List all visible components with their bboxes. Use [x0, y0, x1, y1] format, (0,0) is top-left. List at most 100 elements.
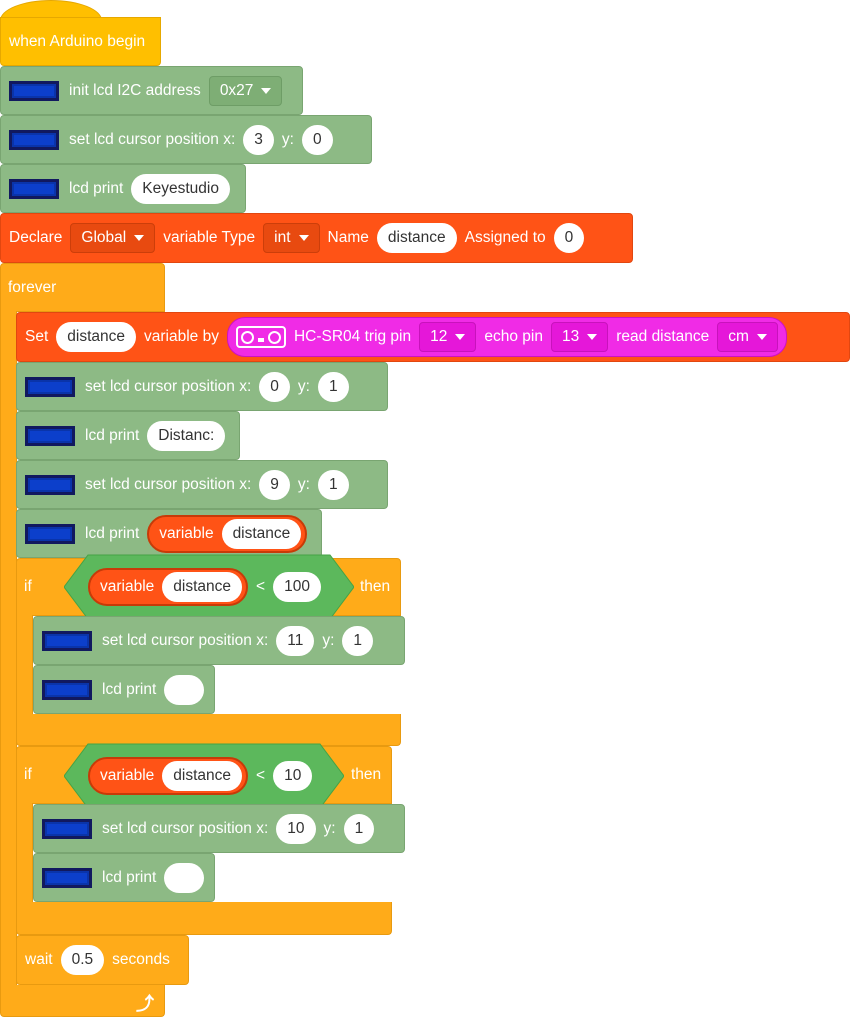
print-text-input[interactable]: Distanc: — [147, 420, 226, 451]
set-cursor-block[interactable]: set lcd cursor position x: 11 y: 1 — [33, 616, 405, 665]
trig-pin-dropdown[interactable]: 12 — [419, 322, 477, 352]
set-cursor-label: set lcd cursor position x: — [102, 819, 269, 837]
y-input[interactable]: 1 — [317, 469, 349, 500]
x-input[interactable]: 11 — [276, 625, 315, 656]
lcd-display-icon — [42, 679, 92, 700]
variable-by-label: variable by — [144, 328, 219, 345]
if-block-footer — [16, 714, 401, 746]
type-label: variable Type — [163, 229, 256, 246]
type-dropdown[interactable]: int — [263, 223, 320, 253]
seconds-label: seconds — [112, 951, 170, 968]
loop-arrow-icon: ⤴ — [136, 994, 154, 1014]
chevron-down-icon — [134, 235, 145, 241]
lcd-display-icon — [25, 523, 75, 544]
compare-value-input[interactable]: 100 — [273, 572, 321, 602]
y-label: y: — [322, 631, 335, 649]
name-label: Name — [327, 229, 369, 246]
declare-label: Declare — [9, 229, 63, 246]
echo-pin-dropdown[interactable]: 13 — [550, 322, 609, 352]
variable-reporter[interactable]: variable distance — [88, 757, 249, 795]
chevron-down-icon — [261, 87, 272, 94]
y-label: y: — [281, 130, 294, 148]
x-input[interactable]: 9 — [259, 469, 290, 500]
wait-label: wait — [25, 951, 53, 968]
forever-loop-block[interactable] — [0, 263, 165, 312]
forever-label: forever — [8, 278, 57, 296]
y-label: y: — [297, 377, 310, 395]
y-label: y: — [297, 475, 310, 493]
comparison-block[interactable]: variable distance < 100 — [64, 554, 354, 620]
unit-dropdown[interactable]: cm — [717, 322, 778, 352]
wait-seconds-input[interactable]: 0.5 — [60, 945, 105, 975]
event-label: when Arduino begin — [9, 32, 146, 50]
set-cursor-block[interactable]: set lcd cursor position x: 3 y: 0 — [0, 115, 372, 164]
set-variable-block[interactable]: Set distance variable by HC-SR04 trig pi… — [16, 312, 850, 362]
set-cursor-block[interactable]: set lcd cursor position x: 0 y: 1 — [16, 362, 388, 411]
variable-name[interactable]: distance — [162, 761, 243, 791]
if-block-spine — [16, 803, 33, 903]
lcd-display-icon — [25, 376, 75, 397]
print-text-input[interactable] — [164, 862, 205, 893]
scope-dropdown[interactable]: Global — [70, 223, 156, 253]
compare-value-input[interactable]: 10 — [273, 761, 313, 791]
declare-variable-block[interactable]: Declare Global variable Type int Name di… — [0, 213, 633, 263]
trig-label: HC-SR04 trig pin — [293, 328, 412, 345]
lcd-display-icon — [9, 129, 59, 150]
lcd-print-label: lcd print — [69, 179, 124, 197]
lcd-display-icon — [25, 474, 75, 495]
i2c-address-dropdown[interactable]: 0x27 — [208, 75, 283, 106]
variable-name-input[interactable]: distance — [376, 223, 457, 253]
comparison-block[interactable]: variable distance < 10 — [64, 743, 344, 809]
set-cursor-label: set lcd cursor position x: — [102, 631, 269, 649]
y-input[interactable]: 1 — [342, 625, 374, 656]
less-than-operator: < — [256, 578, 266, 595]
variable-label: variable — [159, 524, 214, 542]
if-block-spine — [16, 615, 33, 715]
lcd-print-block[interactable]: lcd print variable distance — [16, 509, 322, 558]
variable-name[interactable]: distance — [162, 572, 243, 602]
read-distance-label: read distance — [616, 328, 710, 345]
initial-value-input[interactable]: 0 — [553, 223, 585, 253]
set-label: Set — [25, 328, 49, 345]
variable-name[interactable]: distance — [221, 518, 302, 549]
y-input[interactable]: 1 — [343, 813, 375, 844]
set-variable-name[interactable]: distance — [56, 322, 136, 352]
set-cursor-block[interactable]: set lcd cursor position x: 9 y: 1 — [16, 460, 388, 509]
x-input[interactable]: 0 — [259, 371, 290, 402]
variable-reporter[interactable]: variable distance — [147, 514, 308, 553]
lcd-print-block[interactable]: lcd print Keyestudio — [0, 164, 246, 213]
print-text-input[interactable]: Keyestudio — [131, 173, 230, 204]
set-cursor-block[interactable]: set lcd cursor position x: 10 y: 1 — [33, 804, 405, 853]
lcd-print-block[interactable]: lcd print — [33, 665, 215, 714]
lcd-print-label: lcd print — [85, 426, 140, 444]
echo-label: echo pin — [484, 328, 543, 345]
chevron-down-icon — [455, 334, 466, 340]
forever-loop-spine — [0, 311, 17, 991]
ultrasonic-read-block[interactable]: HC-SR04 trig pin 12 echo pin 13 read dis… — [226, 317, 787, 357]
lcd-print-block[interactable]: lcd print — [33, 853, 215, 902]
init-lcd-block[interactable]: init lcd I2C address 0x27 — [0, 66, 303, 115]
lcd-display-icon — [9, 80, 59, 101]
print-text-input[interactable] — [164, 674, 205, 705]
chevron-down-icon — [298, 235, 309, 241]
forever-loop-footer — [0, 985, 165, 1017]
set-cursor-label: set lcd cursor position x: — [85, 377, 252, 395]
lcd-print-block[interactable]: lcd print Distanc: — [16, 411, 240, 460]
wait-block[interactable]: wait 0.5 seconds — [16, 935, 189, 985]
init-lcd-label: init lcd I2C address — [69, 81, 201, 99]
x-input[interactable]: 3 — [243, 124, 274, 155]
lcd-display-icon — [25, 425, 75, 446]
lcd-print-label: lcd print — [85, 524, 140, 542]
variable-reporter[interactable]: variable distance — [88, 568, 249, 606]
when-arduino-begin-block[interactable]: when Arduino begin — [0, 17, 161, 66]
chevron-down-icon — [587, 334, 598, 340]
x-input[interactable]: 10 — [276, 813, 316, 844]
lcd-display-icon — [42, 867, 92, 888]
y-input[interactable]: 0 — [301, 124, 333, 155]
variable-label: variable — [100, 578, 155, 595]
lcd-print-label: lcd print — [102, 868, 157, 886]
y-input[interactable]: 1 — [317, 371, 349, 402]
lcd-display-icon — [42, 630, 92, 651]
lcd-display-icon — [9, 178, 59, 199]
then-label: then — [360, 578, 391, 595]
